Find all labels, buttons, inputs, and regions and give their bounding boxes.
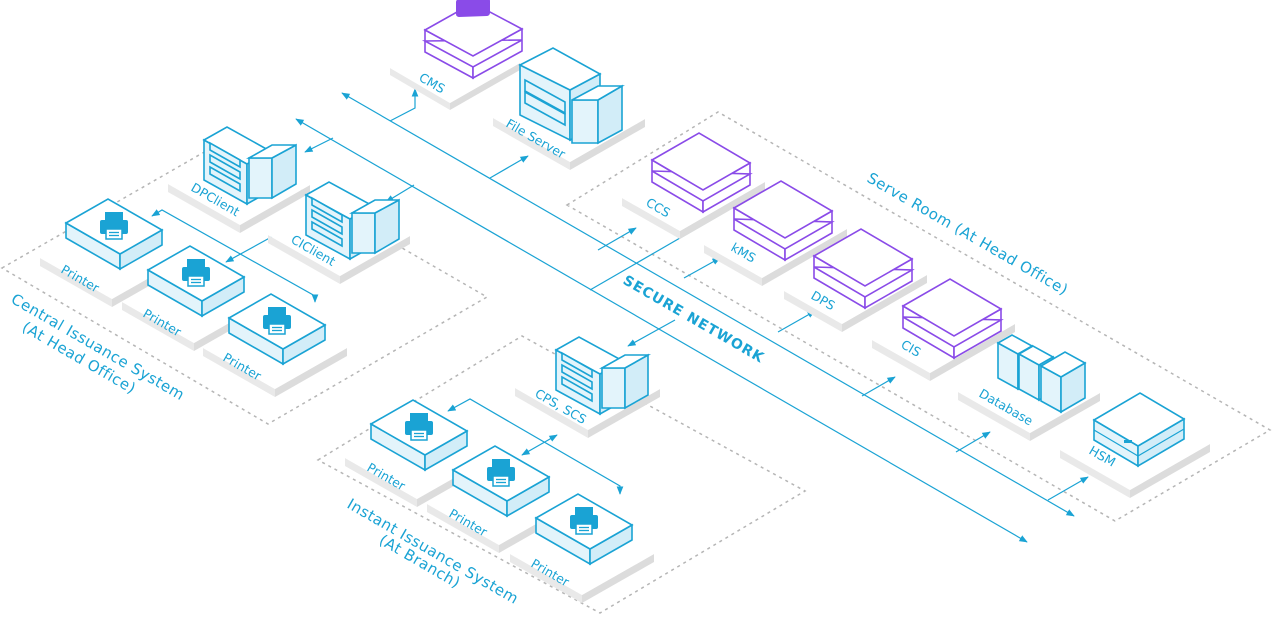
backbone-line-lower <box>295 118 1028 543</box>
cms-icon <box>421 0 524 80</box>
link-database <box>955 431 991 453</box>
node-cps-scs[interactable]: CPS, SCS <box>515 336 660 438</box>
node-dpclient[interactable]: DPClient <box>168 126 310 233</box>
link-cis <box>861 376 896 397</box>
link-cps-scs <box>627 319 676 347</box>
link-file-server <box>489 155 529 179</box>
central-printer-bus <box>151 209 319 303</box>
node-hsm[interactable]: HSM <box>1060 392 1210 498</box>
node-branch-printer-3[interactable]: Printer <box>510 493 654 603</box>
link-dpclient <box>304 137 334 153</box>
node-branch-printer-1[interactable]: Printer <box>345 399 489 507</box>
server-icon <box>554 336 652 416</box>
link-kms <box>683 257 721 279</box>
node-ciclient[interactable]: CIClient <box>268 181 410 284</box>
node-cis[interactable]: CIS <box>872 278 1015 381</box>
node-cms[interactable]: CMS <box>390 0 524 110</box>
node-ccs[interactable]: CCS <box>622 132 765 239</box>
node-database[interactable]: Database <box>958 334 1100 441</box>
node-dps[interactable]: DPS <box>784 228 927 332</box>
node-kms[interactable]: kMS <box>704 180 847 286</box>
server-icon <box>518 47 625 145</box>
server-icon <box>996 334 1087 414</box>
link-branch-printer-2 <box>521 434 558 456</box>
link-cms <box>389 88 419 122</box>
server-icon <box>202 126 297 206</box>
hsm-icon <box>1092 392 1186 468</box>
link-hsm <box>1047 476 1089 501</box>
connections <box>151 88 1089 543</box>
server-icon <box>304 181 400 261</box>
link-dps <box>777 310 816 333</box>
link-ccs <box>597 227 637 251</box>
link-central-printer-2 <box>225 234 276 263</box>
link-ciclient <box>385 184 415 203</box>
node-file-server[interactable]: File Server <box>493 47 645 170</box>
